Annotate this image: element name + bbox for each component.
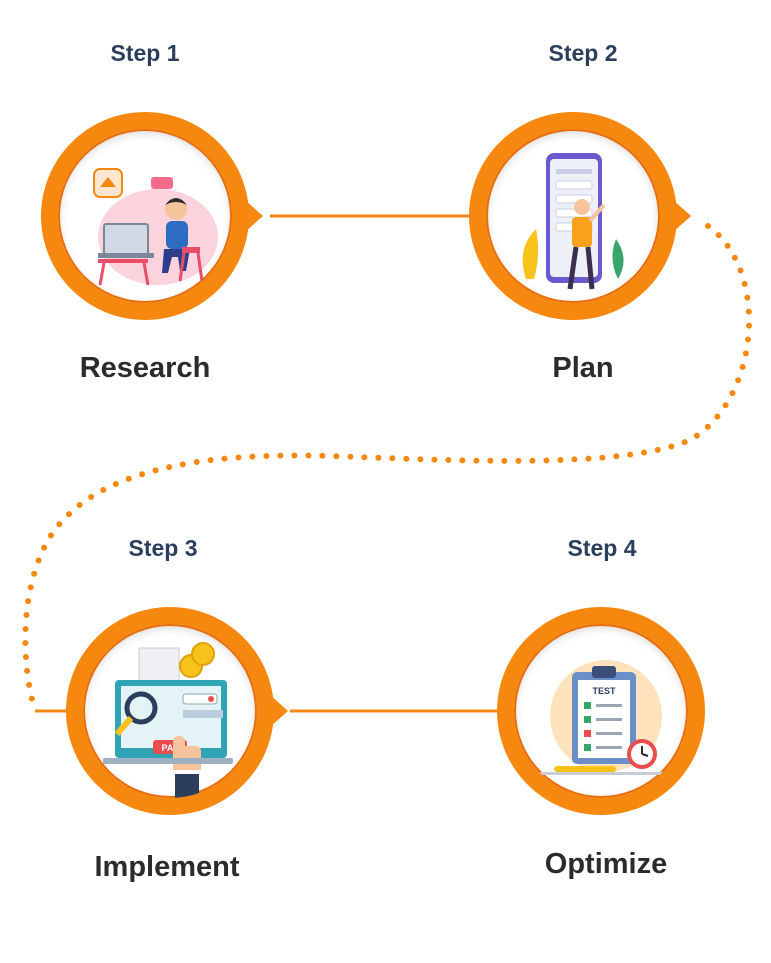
step-4-label: Step 4 — [567, 535, 637, 561]
step-4-node: TEST — [497, 607, 705, 815]
step-1-pointer — [245, 200, 263, 232]
step-2-pointer — [673, 200, 691, 232]
phone-planning-icon — [486, 129, 660, 303]
online-payment-icon: PAY — [83, 624, 257, 798]
step-1-node — [41, 112, 263, 320]
pay-button-text: PAY — [161, 743, 178, 753]
step-1-label: Step 1 — [110, 40, 180, 66]
person-at-laptop-icon — [58, 129, 232, 303]
step-2-node — [469, 112, 691, 320]
step-1-title: Research — [79, 352, 211, 384]
test-checklist-icon: TEST — [514, 624, 688, 798]
step-3-title: Implement — [94, 851, 240, 883]
step-4-title: Optimize — [544, 848, 668, 880]
step-2-label: Step 2 — [548, 40, 618, 66]
test-text: TEST — [592, 686, 616, 696]
step-3-node: PAY — [66, 607, 288, 815]
step-3-label: Step 3 — [128, 535, 198, 561]
step-3-pointer — [270, 695, 288, 727]
step-2-title: Plan — [552, 352, 614, 384]
